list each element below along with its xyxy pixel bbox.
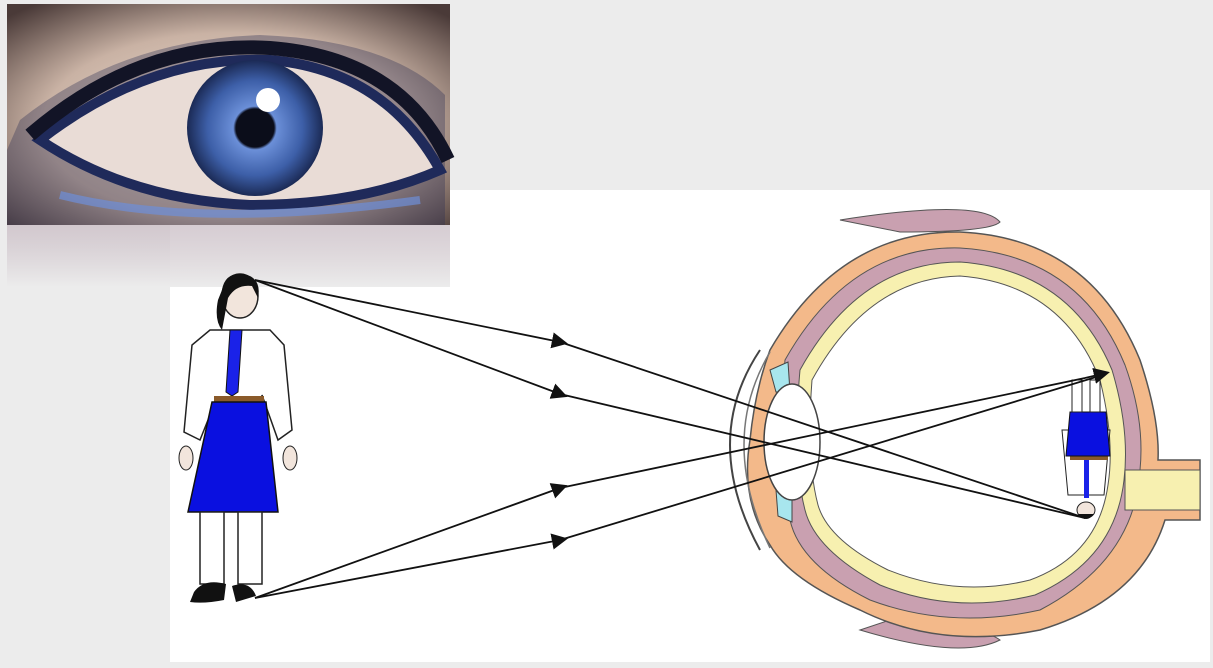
ray-head-2: [255, 280, 560, 394]
girl-figure: [179, 274, 297, 603]
eye-photo: [7, 4, 450, 287]
ray-head-1: [255, 280, 560, 342]
ray-feet-1: [255, 488, 560, 598]
ray-feet-2: [255, 540, 560, 598]
eye-cross-section: [730, 209, 1200, 648]
